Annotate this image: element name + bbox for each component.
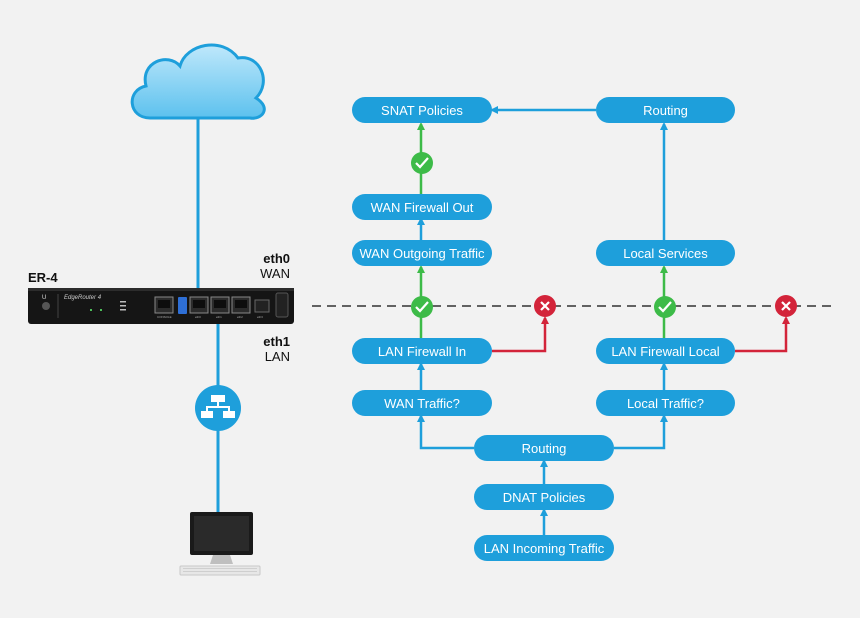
node-routing-bottom: Routing — [474, 435, 614, 461]
check-icon — [411, 152, 433, 174]
port-label-eth3: eth3 — [257, 315, 263, 319]
x-icon — [534, 295, 556, 317]
node-routing-top: Routing — [596, 97, 735, 123]
node-lan-firewall-local: LAN Firewall Local — [596, 338, 735, 364]
router-device: U EdgeRouter 4 CONSOLE eth0 eth1 eth2 et… — [28, 288, 294, 324]
eth0-name-label: eth0 — [263, 251, 290, 266]
node-lan-incoming-traffic: LAN Incoming Traffic — [474, 535, 614, 561]
check-icon — [411, 296, 433, 318]
node-snat-policies: SNAT Policies — [352, 97, 492, 123]
port-label-eth0: eth0 — [195, 315, 201, 319]
node-local-services: Local Services — [596, 240, 735, 266]
port-label-eth2: eth2 — [237, 315, 243, 319]
node-wan-outgoing-traffic: WAN Outgoing Traffic — [352, 240, 492, 266]
port-label-eth1: eth1 — [216, 315, 222, 319]
check-icon — [654, 296, 676, 318]
device-model-label: ER-4 — [28, 270, 58, 285]
router-brand-text: EdgeRouter 4 — [64, 295, 102, 301]
port-label-console: CONSOLE — [157, 315, 172, 319]
node-wan-firewall-out: WAN Firewall Out — [352, 194, 492, 220]
cloud-icon — [130, 43, 266, 120]
eth1-name-label: eth1 — [263, 334, 290, 349]
node-lan-firewall-in: LAN Firewall In — [352, 338, 492, 364]
eth1-role-label: LAN — [264, 349, 290, 364]
node-local-traffic: Local Traffic? — [596, 390, 735, 416]
node-dnat-policies: DNAT Policies — [474, 484, 614, 510]
node-wan-traffic: WAN Traffic? — [352, 390, 492, 416]
flow-connectors — [417, 106, 790, 535]
ubiquiti-logo-icon: U — [42, 295, 46, 301]
x-icon — [775, 295, 797, 317]
network-switch-icon — [195, 385, 241, 431]
desktop-computer-icon — [179, 512, 261, 576]
eth0-role-label: WAN — [260, 266, 290, 281]
